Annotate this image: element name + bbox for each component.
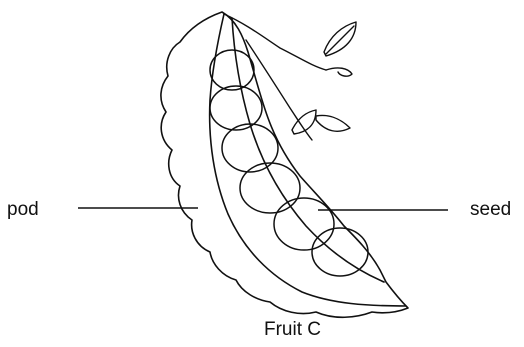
pod-inner-edge: [232, 18, 384, 282]
seed-1: [210, 50, 254, 90]
seed-3: [222, 124, 278, 172]
pod-label: pod: [7, 200, 39, 219]
pod-outline: [161, 12, 408, 317]
leaf-mid: [292, 110, 316, 134]
pod-seam: [210, 14, 406, 306]
tendril: [326, 68, 352, 76]
leaf-right: [316, 116, 350, 132]
figure-caption: Fruit C: [264, 320, 321, 339]
seed-2: [210, 86, 262, 130]
seed-label: seed: [470, 200, 511, 219]
seed-4: [240, 163, 300, 213]
stalk: [224, 14, 326, 70]
seed-6: [312, 228, 368, 276]
